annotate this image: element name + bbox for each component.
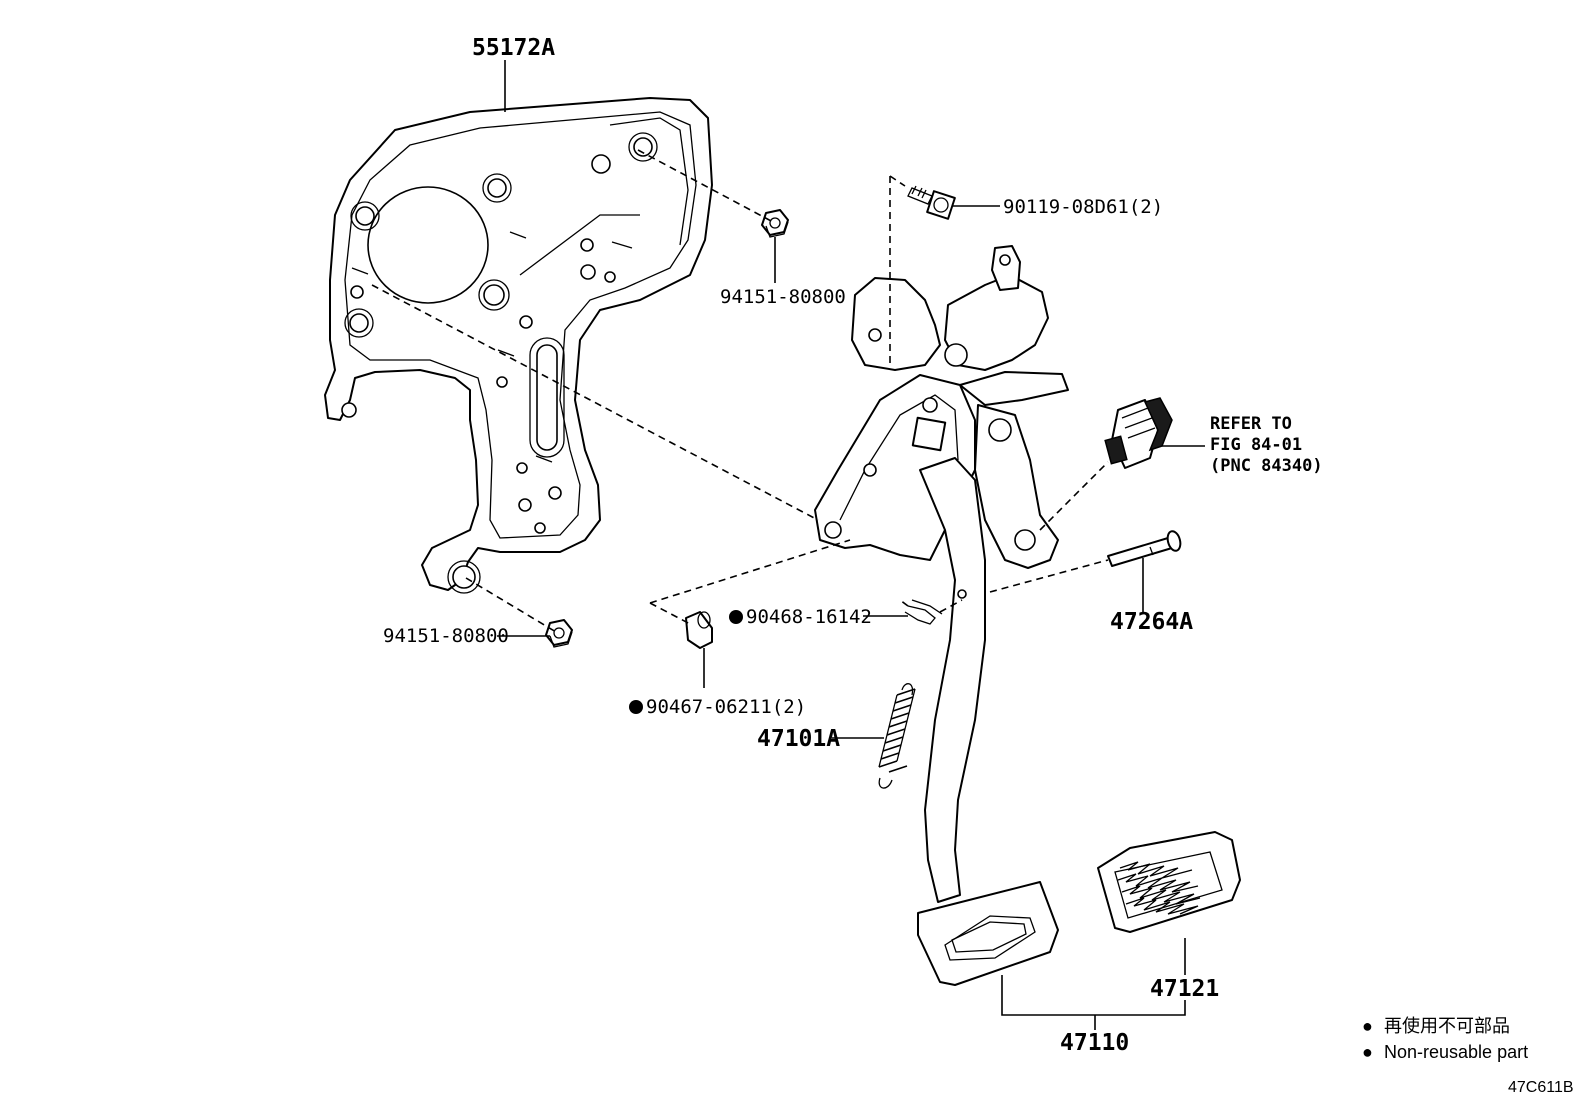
non-reusable-marker-cushion xyxy=(629,700,643,714)
label-bolt: 90119-08D61(2) xyxy=(1003,196,1163,218)
label-55172A: 55172A xyxy=(472,35,555,61)
return-spring-drawing xyxy=(878,683,916,789)
refer-note-line1: REFER TO xyxy=(1210,414,1292,434)
legend-marker-jp: ● xyxy=(1362,1016,1373,1036)
cushion-drawing xyxy=(685,611,713,649)
figure-code: 47C611B xyxy=(1508,1079,1574,1096)
label-pin: 47264A xyxy=(1110,609,1193,635)
pedal-pad-cover-drawing xyxy=(1097,831,1241,933)
label-pedal-assy: 47110 xyxy=(1060,1030,1129,1056)
legend-marker-en: ● xyxy=(1362,1042,1373,1062)
pedal-bracket-drawing xyxy=(324,97,713,594)
label-pedal-pad: 47121 xyxy=(1150,976,1219,1002)
label-clip: 90468-16142 xyxy=(746,606,872,628)
flange-bolt-drawing xyxy=(907,185,956,220)
refer-note-line2: FIG 84-01 xyxy=(1210,435,1302,455)
nut-upper-drawing xyxy=(761,209,789,238)
stop-lamp-switch-drawing xyxy=(1104,397,1173,469)
label-spring: 47101A xyxy=(757,726,840,752)
legend-line-en: Non-reusable part xyxy=(1384,1042,1528,1062)
legend-line-jp: 再使用不可部品 xyxy=(1384,1016,1510,1036)
clip-drawing xyxy=(904,599,943,625)
non-reusable-marker-clip xyxy=(729,610,743,624)
label-nut-lower: 94151-80800 xyxy=(383,625,509,647)
label-cushion: 90467-06211(2) xyxy=(646,696,806,718)
label-nut-upper: 94151-80800 xyxy=(720,286,846,308)
refer-note-line3: (PNC 84340) xyxy=(1210,456,1323,476)
nut-lower-drawing xyxy=(545,619,573,648)
pedal-pin-drawing xyxy=(1107,530,1182,567)
brake-pedal-drawing xyxy=(814,245,1069,986)
